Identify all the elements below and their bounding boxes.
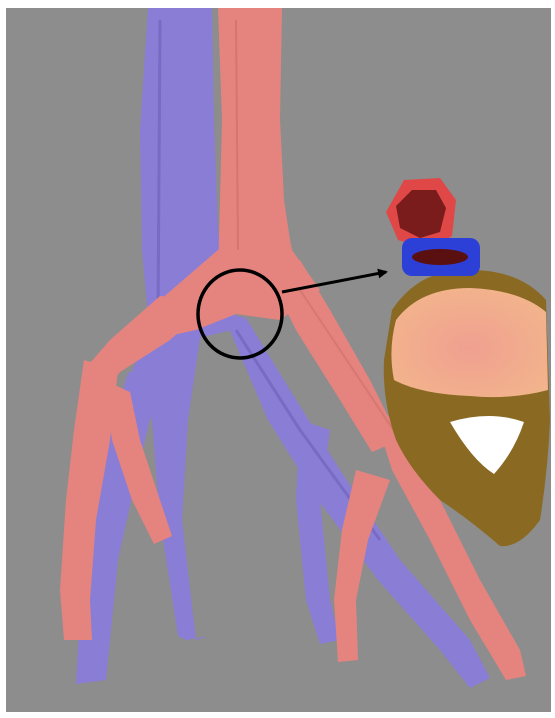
vena-cava-cross-section-lumen (412, 249, 468, 265)
vertebral-body (391, 288, 548, 397)
vein-shadow-streak (158, 20, 160, 320)
